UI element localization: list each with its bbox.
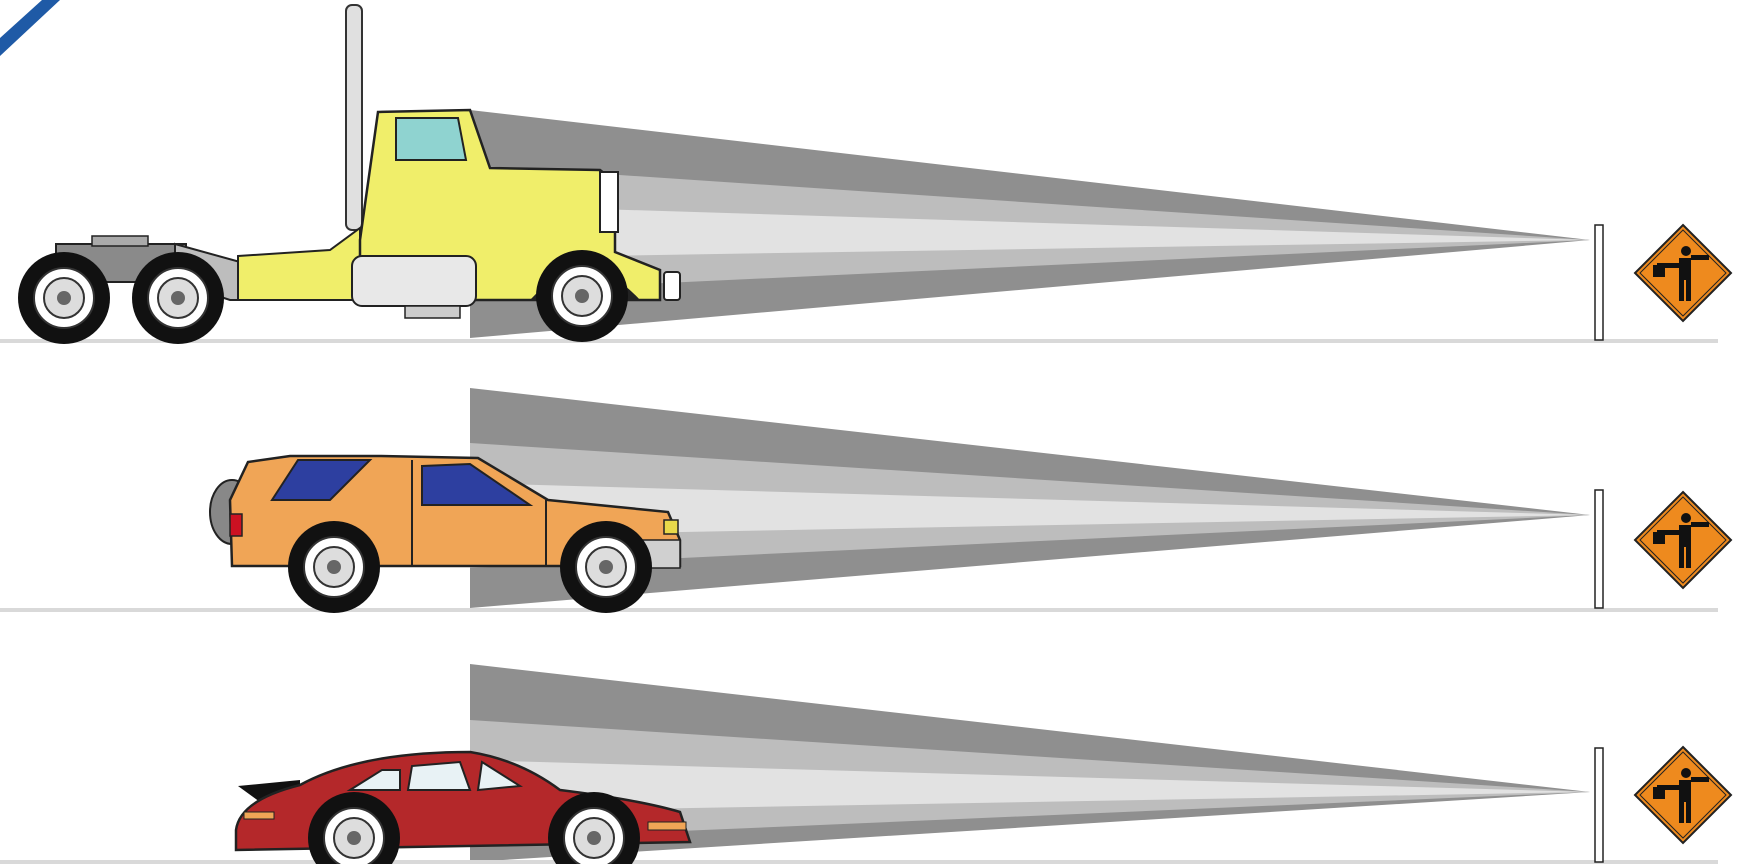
corner-stripe — [0, 0, 60, 56]
row-sports-car — [0, 664, 1731, 864]
truck-vehicle — [18, 5, 680, 344]
sign-post — [1595, 225, 1603, 340]
flagger-sign — [1635, 747, 1731, 843]
row-truck — [0, 5, 1731, 344]
flagger-sign — [1635, 225, 1731, 321]
row-suv — [0, 388, 1731, 613]
flagger-sign — [1635, 492, 1731, 588]
sign-post — [1595, 490, 1603, 608]
sign-post — [1595, 748, 1603, 862]
